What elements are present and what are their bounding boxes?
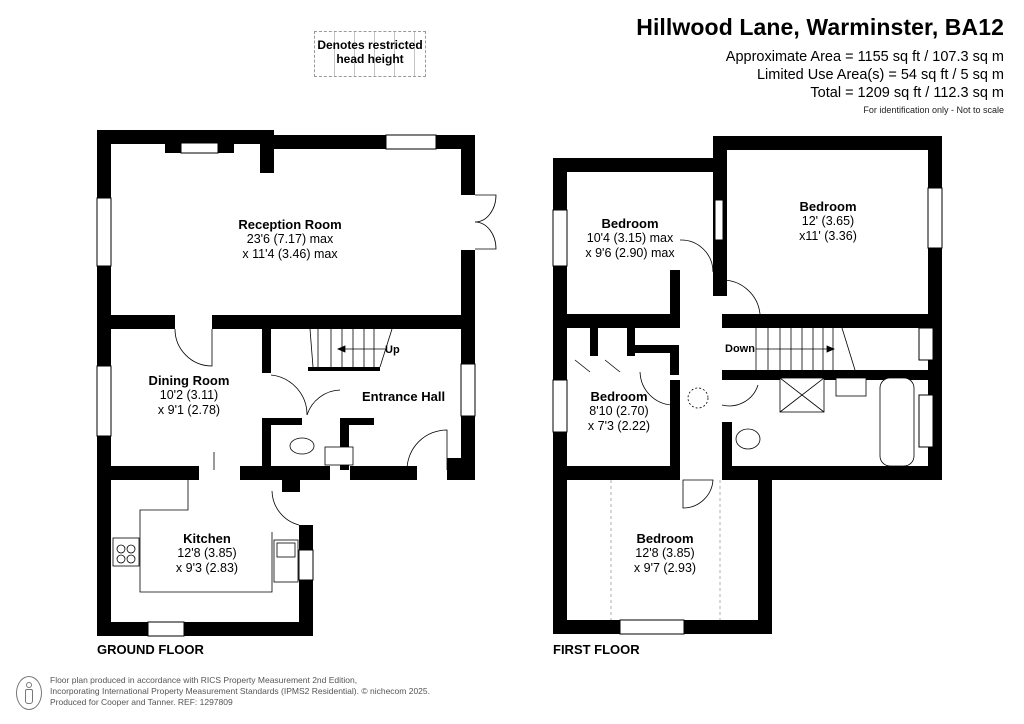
room-dining: Dining Room 10'2 (3.11) x 9'1 (2.78)	[149, 373, 230, 418]
room-bedroom-2: Bedroom 12' (3.65) x11' (3.36)	[799, 199, 857, 244]
footer-notes: Floor plan produced in accordance with R…	[50, 675, 430, 708]
room-name: Bedroom	[799, 199, 857, 214]
room-dim-2: x 9'6 (2.90) max	[585, 246, 675, 260]
room-dim-1: 12' (3.65)	[801, 214, 855, 228]
room-name: Bedroom	[636, 531, 694, 546]
person-scale-icon	[16, 676, 42, 710]
room-dim-1: 12'8 (3.85)	[177, 546, 237, 560]
footer-line-3: Produced for Cooper and Tanner. REF: 129…	[50, 697, 233, 707]
room-name: Reception Room	[238, 217, 342, 232]
room-entrance-hall: Entrance Hall	[362, 389, 446, 404]
room-kitchen: Kitchen 12'8 (3.85) x 9'3 (2.83)	[176, 531, 238, 576]
person-torso	[25, 689, 33, 704]
total-area: Total = 1209 sq ft / 112.3 sq m	[810, 85, 1004, 101]
legend-line-2: head height	[336, 52, 404, 66]
legend-text: Denotes restricted head height	[315, 38, 425, 66]
room-name: Kitchen	[183, 531, 231, 546]
room-name: Bedroom	[590, 389, 648, 404]
room-dim-2: x 11'4 (3.46) max	[242, 247, 338, 261]
approximate-area: Approximate Area = 1155 sq ft / 107.3 sq…	[725, 49, 1004, 65]
room-dim-2: x 9'3 (2.83)	[175, 561, 239, 575]
room-dim-2: x 9'1 (2.78)	[157, 403, 221, 417]
room-dim-1: 23'6 (7.17) max	[246, 232, 334, 246]
stairs-down-label: Down	[725, 343, 755, 355]
room-dim-2: x11' (3.36)	[799, 229, 857, 243]
room-dim-1: 8'10 (2.70)	[589, 404, 649, 418]
room-name: Dining Room	[148, 373, 230, 388]
first-floor-fixtures	[687, 377, 915, 467]
room-reception: Reception Room 23'6 (7.17) max x 11'4 (3…	[238, 217, 341, 262]
room-bedroom-3: Bedroom 8'10 (2.70) x 7'3 (2.22)	[588, 389, 650, 434]
footer-line-1: Floor plan produced in accordance with R…	[50, 675, 358, 685]
first-floor-windows	[552, 187, 943, 635]
first-floor-doors	[574, 239, 761, 509]
restricted-height-legend: Denotes restricted head height	[314, 31, 426, 77]
legend-line-1: Denotes restricted	[317, 38, 423, 52]
ground-floor-windows	[96, 134, 476, 637]
ground-floor-stairs	[309, 328, 393, 368]
ground-floor-doors	[174, 194, 497, 526]
stairs-up-label: Up	[385, 344, 400, 356]
ground-floor-fixtures	[112, 437, 354, 593]
room-name: Bedroom	[601, 216, 659, 231]
first-floor-stairs	[755, 327, 856, 371]
room-dim-1: 10'4 (3.15) max	[586, 231, 674, 245]
room-bedroom-4: Bedroom 12'8 (3.85) x 9'7 (2.93)	[634, 531, 696, 576]
restricted-head-height-lines	[610, 480, 721, 620]
footer-line-2: Incorporating International Property Mea…	[50, 686, 430, 696]
room-dim-2: x 7'3 (2.22)	[587, 419, 651, 433]
first-floor-label: FIRST FLOOR	[553, 642, 640, 657]
property-title: Hillwood Lane, Warminster, BA12	[636, 14, 1004, 40]
room-dim-2: x 9'7 (2.93)	[633, 561, 697, 575]
limited-use-area: Limited Use Area(s) = 54 sq ft / 5 sq m	[756, 67, 1004, 83]
room-dim-1: 10'2 (3.11)	[159, 388, 219, 402]
room-dim-1: 12'8 (3.85)	[635, 546, 695, 560]
room-bedroom-1: Bedroom 10'4 (3.15) max x 9'6 (2.90) max	[585, 216, 674, 261]
person-head	[26, 682, 32, 688]
ground-floor-label: GROUND FLOOR	[97, 642, 204, 657]
scale-disclaimer: For identification only - Not to scale	[863, 105, 1004, 115]
